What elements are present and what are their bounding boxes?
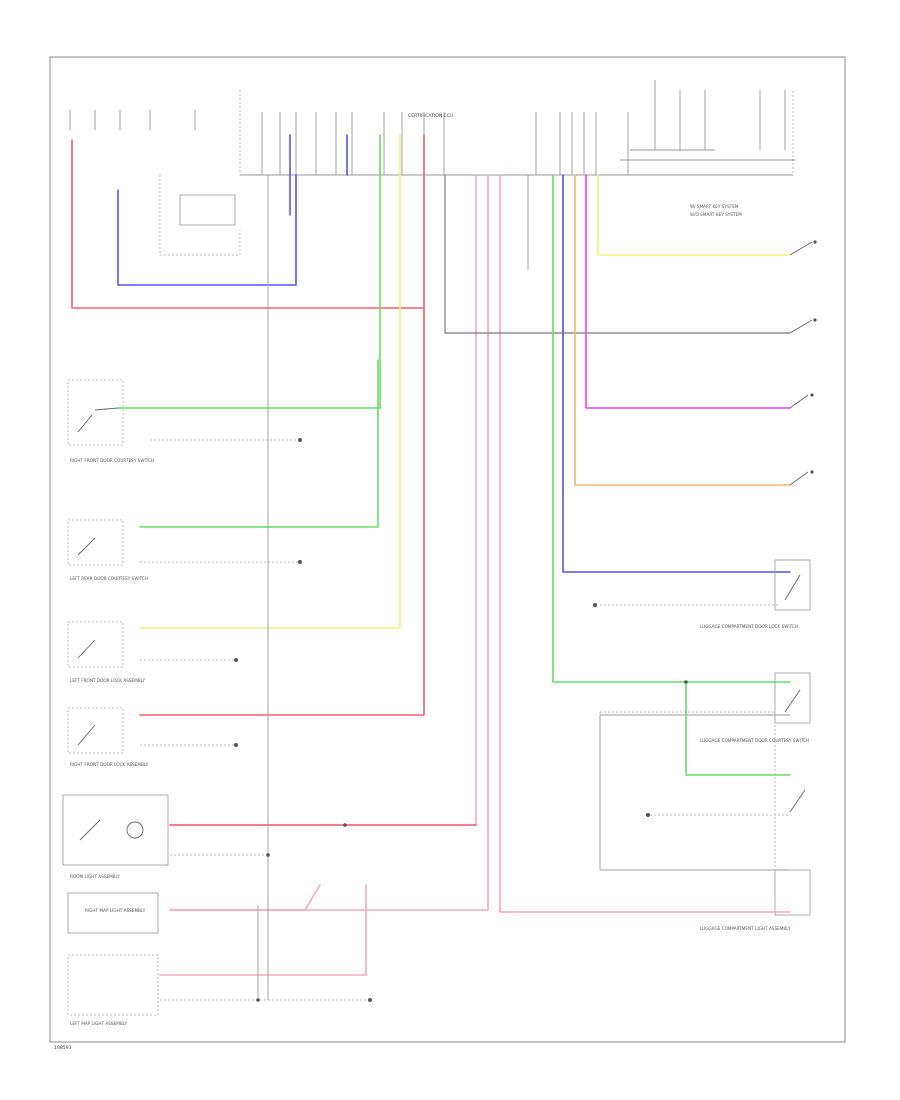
junctions — [256, 680, 688, 1002]
wire-green-luggage — [685, 681, 791, 776]
left-front-door-lock: LEFT FRONT DOOR LOCK ASSEMBLY — [67, 621, 145, 683]
wire-pink-left-map — [159, 884, 367, 976]
room-light-label: ROOM LIGHT ASSEMBLY — [70, 874, 120, 879]
luggage-courtesy-switch: LUGGAGE COMPARTMENT DOOR COURTESY SWITCH — [599, 672, 811, 871]
left-rear-door-courtesy-switch: LEFT REAR DOOR COURTESY SWITCH — [67, 519, 148, 581]
note-no-smart-key: W/O SMART KEY SYSTEM — [690, 212, 742, 217]
rf-door-switch-label: RIGHT FRONT DOOR COURTESY SWITCH — [70, 458, 154, 463]
wire-magenta-right — [585, 174, 791, 409]
luggage-light-label: LUGGAGE COMPARTMENT LIGHT ASSEMBLY — [700, 926, 791, 931]
ecu-block: CERTIFICATION ECU — [239, 80, 795, 176]
wire-green-right — [552, 174, 791, 683]
right-map-light-label: RIGHT MAP LIGHT ASSEMBLY — [85, 908, 146, 913]
right-front-door-lock: RIGHT FRONT DOOR LOCK ASSEMBLY — [67, 707, 149, 767]
wire-yellow-right — [597, 174, 791, 256]
rf-door-lock-label: RIGHT FRONT DOOR LOCK ASSEMBLY — [70, 762, 149, 767]
wire-red-ecu — [139, 134, 425, 716]
right-front-door-courtesy-switch: RIGHT FRONT DOOR COURTESY SWITCH — [67, 379, 154, 463]
ecu-label: CERTIFICATION ECU — [408, 113, 453, 119]
left-map-light-label: LEFT MAP LIGHT ASSEMBLY — [70, 1021, 127, 1026]
wire-yellow-ecu — [139, 134, 401, 629]
wire-pink-3 — [499, 174, 791, 913]
fuse-block-top-left — [69, 110, 241, 256]
lr-door-switch-label: LEFT REAR DOOR COURTESY SWITCH — [70, 576, 148, 581]
note-smart-key: W/ SMART KEY SYSTEM — [690, 204, 739, 209]
switch-right-2 — [789, 318, 817, 334]
room-light-assembly: ROOM LIGHT ASSEMBLY — [62, 794, 169, 879]
switch-right-4 — [789, 470, 814, 486]
wire-black-right — [444, 175, 790, 334]
luggage-compartment-light: LUGGAGE COMPARTMENT LIGHT ASSEMBLY — [700, 869, 811, 931]
ground-symbols — [234, 438, 650, 1002]
wire-orange-right — [574, 174, 791, 486]
wire-green-rf-door — [117, 319, 381, 409]
lf-door-lock-label: LEFT FRONT DOOR LOCK ASSEMBLY — [70, 678, 145, 683]
right-map-light-assembly: RIGHT MAP LIGHT ASSEMBLY — [67, 892, 159, 934]
left-map-light-assembly: LEFT MAP LIGHT ASSEMBLY — [67, 954, 159, 1026]
wire-pink-1 — [169, 174, 477, 826]
switch-right-1 — [789, 240, 817, 256]
switch-right-3 — [789, 393, 814, 409]
note-box: W/ SMART KEY SYSTEM W/O SMART KEY SYSTEM — [690, 204, 742, 217]
wire-red-left-loop — [71, 139, 425, 309]
wire-blue-left-loop — [117, 174, 297, 286]
wire-blue-right — [562, 174, 791, 573]
wire-green-lr-door — [139, 359, 379, 528]
luggage-courtesy-label: LUGGAGE COMPARTMENT DOOR COURTESY SWITCH — [700, 738, 809, 743]
wire-pink-map — [169, 884, 321, 911]
diagram-frame — [49, 56, 846, 1043]
luggage-lock-label: LUGGAGE COMPARTMENT DOOR LOCK SWITCH — [700, 624, 798, 629]
footer-code: 198593 — [54, 1045, 72, 1051]
luggage-lock-switch: LUGGAGE COMPARTMENT DOOR LOCK SWITCH — [700, 559, 811, 629]
